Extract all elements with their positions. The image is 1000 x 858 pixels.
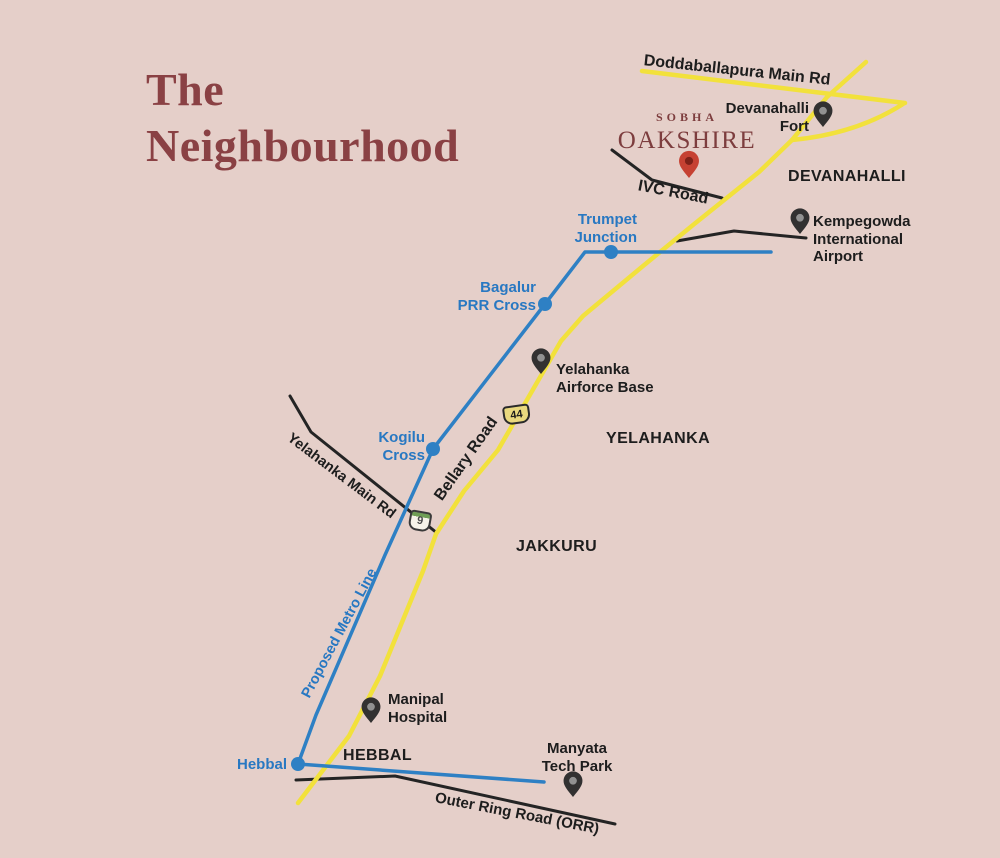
place-label-manyata-tech-park: Manyata Tech Park [541,740,613,775]
ivc-road-line [610,148,724,200]
place-label-kempegowda-airport: Kempegowda International Airport [813,213,911,266]
doddaballapura-main-rd-line [639,68,908,106]
station-label-hebbal: Hebbal [236,756,287,773]
brand-project-name: OAKSHIRE [617,127,757,154]
map-pin-icon-manyata-tech-park [563,771,583,797]
bellary-road-nh44-line [295,59,869,806]
metro-station-dot-bagalur-prr-cross [538,297,552,311]
map-pin-icon-yelahanka-airforce-base [531,348,551,374]
area-label-jakkuru: JAKKURU [516,538,598,555]
metro-station-dot-trumpet-junction [604,245,618,259]
airport-road-line [675,229,808,243]
page-title: The Neighbourhood [146,64,460,172]
brand-logo: SOBHA OAKSHIRE [617,110,757,155]
station-label-kogilu-cross: Kogilu Cross [378,429,425,464]
map-pin-icon-kempegowda-airport [790,208,810,234]
yelahanka-main-road-line [288,394,439,535]
area-label-yelahanka: YELAHANKA [606,430,711,447]
station-label-bagalur-prr-cross: Bagalur PRR Cross [457,279,536,314]
proposed-metro-line [296,250,773,784]
station-label-trumpet-junction: Trumpet Junction [574,211,638,246]
place-label-yelahanka-airforce-base: Yelahanka Airforce Base [556,361,654,396]
area-label-devanahalli: DEVANAHALLI [788,168,906,185]
place-label-manipal-hospital: Manipal Hospital [388,691,448,726]
highway-shield-9-number: 9 [415,514,425,528]
highway-shield-44-number: 44 [509,407,524,422]
map-pin-icon-sobha-oakshire [679,150,699,178]
outer-ring-road-line [294,774,617,826]
metro-station-dot-hebbal [291,757,305,771]
brand-name: SOBHA [655,110,718,124]
metro-station-dot-kogilu-cross [426,442,440,456]
map-pin-icon-devanahalli-fort [813,101,833,127]
devanahalli-interchange-ramp-line [789,101,906,143]
map-pin-icon-manipal-hospital [361,697,381,723]
area-label-hebbal: HEBBAL [343,747,413,764]
place-label-devanahalli-fort: Devanahalli Fort [725,100,809,135]
